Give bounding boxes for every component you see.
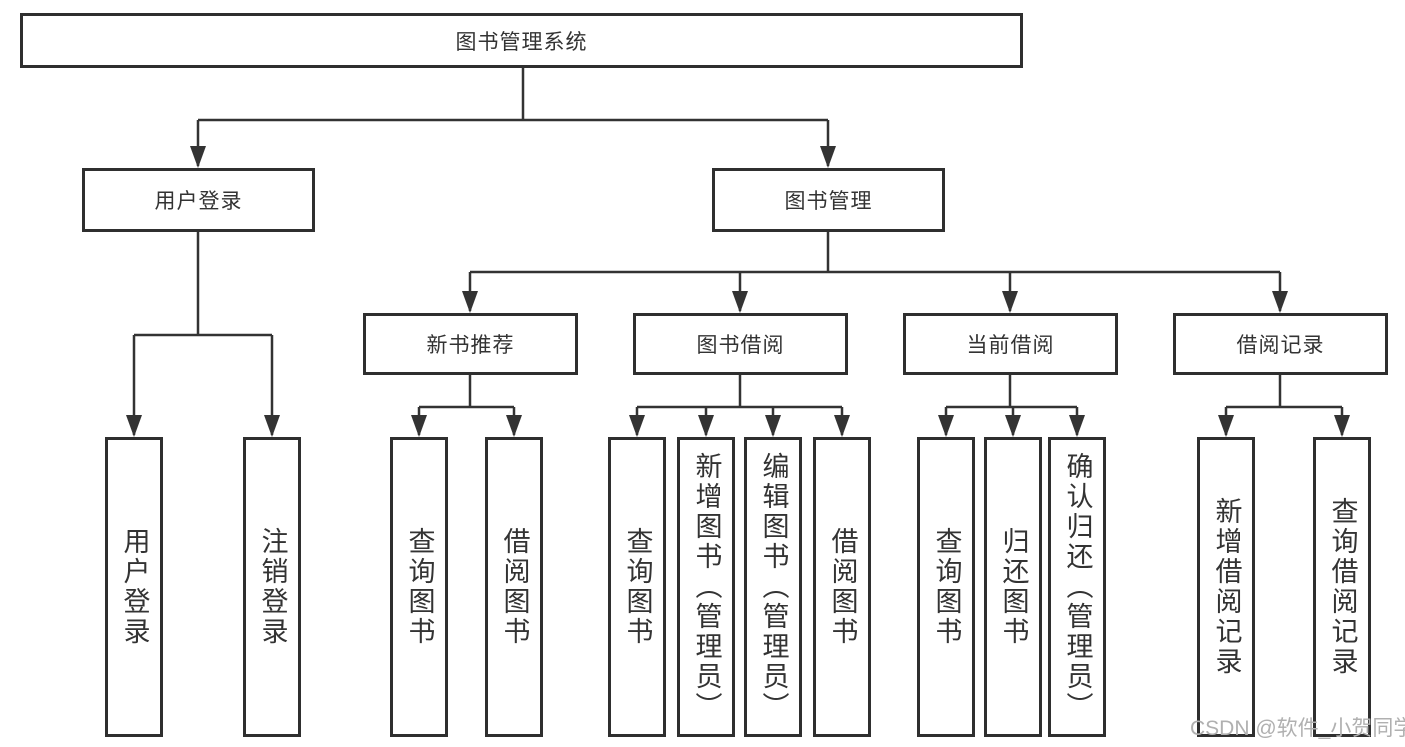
node-label: 查询图书 <box>404 527 435 647</box>
node-label: 新增图书（管理员） <box>691 452 722 722</box>
arrowhead-icon <box>411 415 427 437</box>
leaf-confirm-return-admin: 确认归还（管理员） <box>1048 437 1106 737</box>
arrowhead-icon <box>834 415 850 437</box>
node-label: 确认归还（管理员） <box>1062 452 1093 722</box>
arrowhead-icon <box>126 415 142 437</box>
node-label: 用户登录 <box>154 190 243 213</box>
leaf-query-books-borrow: 查询图书 <box>608 437 666 737</box>
node-book-borrowing: 图书借阅 <box>633 313 848 375</box>
arrowhead-icon <box>765 415 781 437</box>
arrowhead-icon <box>1334 415 1350 437</box>
node-label: 借阅图书 <box>827 527 858 647</box>
arrowhead-icon <box>698 415 714 437</box>
node-label: 借阅记录 <box>1236 334 1325 357</box>
leaf-logout: 注销登录 <box>243 437 301 737</box>
arrowhead-icon <box>1002 291 1018 313</box>
leaf-query-borrow-record: 查询借阅记录 <box>1313 437 1371 737</box>
node-label: 注销登录 <box>257 527 288 647</box>
node-label: 图书管理 <box>784 190 873 213</box>
node-label: 查询图书 <box>622 527 653 647</box>
leaf-return-books: 归还图书 <box>984 437 1042 737</box>
node-new-book-recommendation: 新书推荐 <box>363 313 578 375</box>
node-label: 归还图书 <box>998 527 1029 647</box>
arrowhead-icon <box>732 291 748 313</box>
node-label: 当前借阅 <box>966 334 1055 357</box>
leaf-borrow-books: 借阅图书 <box>813 437 871 737</box>
node-label: 新书推荐 <box>426 334 515 357</box>
leaf-query-books-recommend: 查询图书 <box>390 437 448 737</box>
arrowhead-icon <box>820 146 836 168</box>
csdn-watermark: CSDN @软件_小贺同学 <box>1190 717 1405 740</box>
leaf-user-login: 用户登录 <box>105 437 163 737</box>
leaf-add-books-admin: 新增图书（管理员） <box>677 437 735 737</box>
arrowhead-icon <box>938 415 954 437</box>
arrowhead-icon <box>1218 415 1234 437</box>
node-label: 用户登录 <box>119 527 150 647</box>
leaf-edit-books-admin: 编辑图书（管理员） <box>744 437 802 737</box>
arrowhead-icon <box>1272 291 1288 313</box>
node-label: 新增借阅记录 <box>1211 497 1242 677</box>
node-label: 图书借阅 <box>696 334 785 357</box>
node-borrowing-records: 借阅记录 <box>1173 313 1388 375</box>
connector-paths <box>132 68 1344 435</box>
node-book-management-branch: 图书管理 <box>712 168 945 232</box>
node-user-login-branch: 用户登录 <box>82 168 315 232</box>
leaf-borrow-books-recommend: 借阅图书 <box>485 437 543 737</box>
node-current-borrowing: 当前借阅 <box>903 313 1118 375</box>
arrowhead-icon <box>1005 415 1021 437</box>
leaf-add-borrow-record: 新增借阅记录 <box>1197 437 1255 737</box>
node-label: 查询图书 <box>931 527 962 647</box>
node-library-management-system: 图书管理系统 <box>20 13 1023 68</box>
arrowhead-icon <box>506 415 522 437</box>
node-label: 查询借阅记录 <box>1327 497 1358 677</box>
arrowhead-icon <box>462 291 478 313</box>
leaf-query-books-current: 查询图书 <box>917 437 975 737</box>
arrowhead-icon <box>264 415 280 437</box>
arrowhead-icon <box>629 415 645 437</box>
node-label: 图书管理系统 <box>455 30 588 54</box>
node-label: 借阅图书 <box>499 527 530 647</box>
arrowhead-icon <box>190 146 206 168</box>
node-label: 编辑图书（管理员） <box>758 452 789 722</box>
arrowhead-icon <box>1069 415 1085 437</box>
